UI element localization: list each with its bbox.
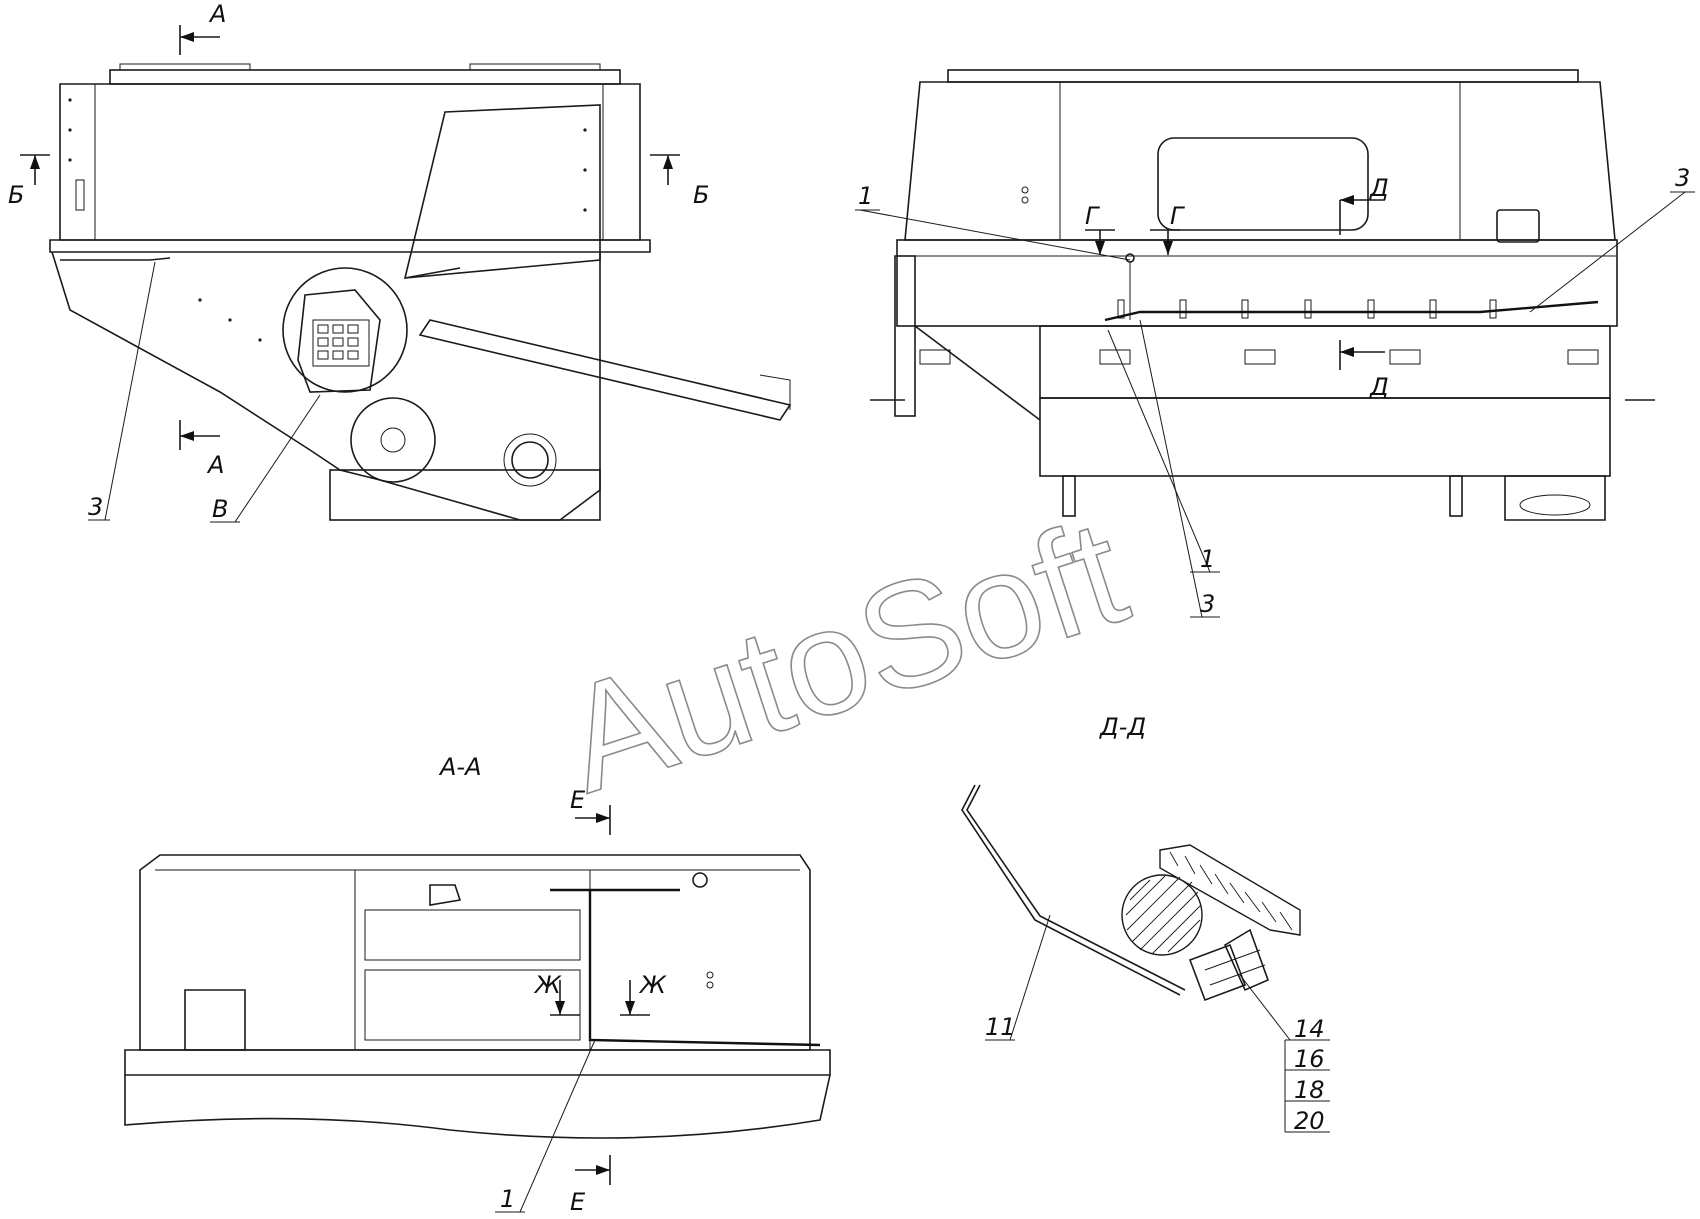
callout-3-top: 3 <box>1675 164 1690 192</box>
front-hopper-body <box>904 81 1616 241</box>
callout-11: 11 <box>985 1013 1016 1041</box>
callout-v: В <box>212 495 228 523</box>
section-dd: Д-Д 11 <box>961 713 1330 1135</box>
parts-list-item: 20 <box>1294 1107 1325 1135</box>
bracket-line <box>961 784 1181 996</box>
watermark: AutoSoft <box>545 487 1144 825</box>
parts-list-item: 16 <box>1294 1045 1325 1073</box>
section-mark-e-bottom: Е <box>570 1188 586 1216</box>
section-aa-housing <box>139 854 811 1051</box>
side-sloped-bottom <box>51 251 601 521</box>
rod-section <box>1121 874 1203 956</box>
section-mark-g-left: Г <box>1085 202 1100 230</box>
section-mark-zh-right: Ж <box>638 971 667 999</box>
front-view: Г Г Д Д 1 3 1 3 <box>855 69 1695 618</box>
front-cable <box>1104 300 1599 322</box>
section-mark-b-left: Б <box>8 181 24 209</box>
callout-1-top: 1 <box>858 182 873 210</box>
section-dd-title: Д-Д <box>1099 713 1146 741</box>
side-chute <box>403 104 601 279</box>
bolt-nut <box>1188 943 1247 1002</box>
section-mark-b-right: Б <box>693 181 709 209</box>
parts-list-table: 14 16 18 20 <box>1284 1015 1330 1135</box>
side-view: А А Б Б 3 В <box>8 0 792 523</box>
terminal-block <box>312 319 370 367</box>
section-mark-a-top: А <box>208 0 226 28</box>
section-mark-d-top: Д <box>1369 174 1389 202</box>
section-aa: А-А Е Е Ж Ж 1 <box>124 753 831 1216</box>
callout-3-bottom: 3 <box>1200 590 1215 618</box>
callout-3: 3 <box>88 493 103 521</box>
parts-list-item: 18 <box>1294 1076 1325 1104</box>
detail-b-circle <box>282 267 408 393</box>
hatched-plate <box>1159 844 1301 936</box>
section-mark-a-bottom: А <box>206 451 224 479</box>
section-mark-g-right: Г <box>1170 202 1185 230</box>
section-mark-zh-left: Ж <box>533 971 562 999</box>
front-window <box>1157 137 1369 231</box>
side-top-lid <box>109 69 621 85</box>
side-conveyor-arm <box>418 319 792 421</box>
section-mark-e-top: Е <box>570 786 586 814</box>
section-aa-title: А-А <box>438 753 482 781</box>
callout-1-bottom: 1 <box>1200 545 1215 573</box>
section-aa-callout-1: 1 <box>500 1185 515 1213</box>
side-pulley <box>350 397 436 483</box>
section-mark-d-bottom: Д <box>1369 373 1389 401</box>
parts-list-item: 14 <box>1294 1015 1325 1043</box>
